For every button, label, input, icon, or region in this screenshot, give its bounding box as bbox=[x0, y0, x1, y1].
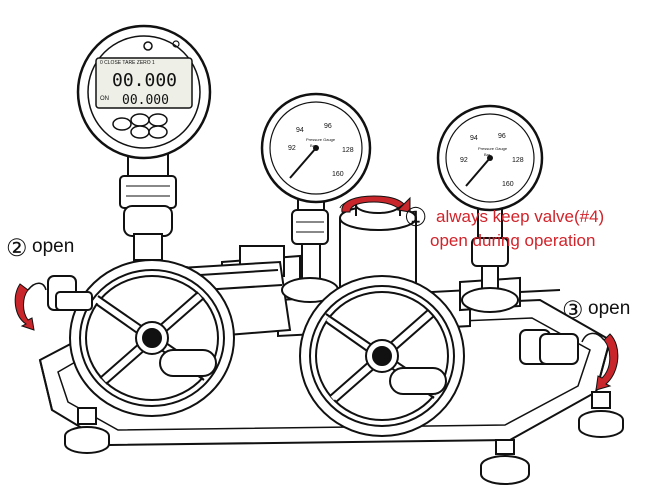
step2-number: ② bbox=[6, 235, 28, 262]
base-feet bbox=[64, 391, 624, 485]
lcd-left-button: ON bbox=[100, 96, 109, 102]
step1-line1: always keep valve(#4) bbox=[436, 207, 604, 226]
tick-label-94: 94 bbox=[296, 127, 304, 134]
tick-label-96: 96 bbox=[324, 123, 332, 130]
gauge-unit: Bar bbox=[310, 143, 317, 148]
tick-label-94: 94 bbox=[470, 135, 478, 142]
rotation-arrow-valve4 bbox=[339, 195, 411, 213]
valve-left bbox=[47, 275, 93, 311]
lcd-screen bbox=[95, 57, 193, 109]
step2-label: open bbox=[32, 236, 74, 257]
tick-label-160: 160 bbox=[502, 181, 514, 188]
step3-number: ③ bbox=[562, 297, 584, 324]
digital-gauge: 0 CLOSE TARE ZERO 1 00.000 00.000 ON bbox=[76, 24, 212, 261]
gauge-needle bbox=[289, 147, 317, 179]
rotation-arrow-left bbox=[14, 282, 47, 331]
tick-label-160: 160 bbox=[332, 171, 344, 178]
foot-right bbox=[578, 391, 624, 438]
lcd-secondary-readout: 00.000 bbox=[122, 93, 169, 108]
valve-right bbox=[519, 289, 579, 365]
tick-label-128: 128 bbox=[342, 147, 354, 154]
tick-label-92: 92 bbox=[460, 157, 468, 164]
foot-front bbox=[480, 439, 530, 485]
analog-gauge-right: 94 92 96 128 160 Pressure Gauge Bar bbox=[436, 104, 544, 313]
tick-label-96: 96 bbox=[498, 133, 506, 140]
gauge-brand: Pressure Gauge bbox=[306, 137, 336, 142]
handwheel-right bbox=[299, 275, 465, 437]
rotation-arrow-right bbox=[581, 332, 619, 391]
annotation-step1: ① always keep valve(#4) open during oper… bbox=[404, 202, 604, 250]
tick-label-128: 128 bbox=[512, 157, 524, 164]
tick-label-92: 92 bbox=[288, 145, 296, 152]
gauge-needle bbox=[465, 157, 491, 187]
lcd-header: 0 CLOSE TARE ZERO 1 bbox=[100, 60, 155, 66]
annotation-step2: ② open bbox=[6, 235, 74, 262]
foot-left bbox=[64, 407, 110, 454]
analog-gauge-left: 94 92 96 128 160 Pressure Gauge Bar bbox=[260, 92, 372, 303]
lcd-main-readout: 00.000 bbox=[112, 70, 177, 91]
gauge-buttons bbox=[112, 113, 168, 139]
annotation-step3: ③ open bbox=[562, 297, 630, 324]
handwheel-left bbox=[69, 259, 235, 417]
step1-number: ① bbox=[404, 202, 427, 232]
gauge-brand: Pressure Gauge bbox=[478, 146, 508, 151]
step3-label: open bbox=[588, 298, 630, 319]
step1-line2: open during operation bbox=[430, 231, 595, 250]
gauge-unit: Bar bbox=[484, 152, 491, 157]
